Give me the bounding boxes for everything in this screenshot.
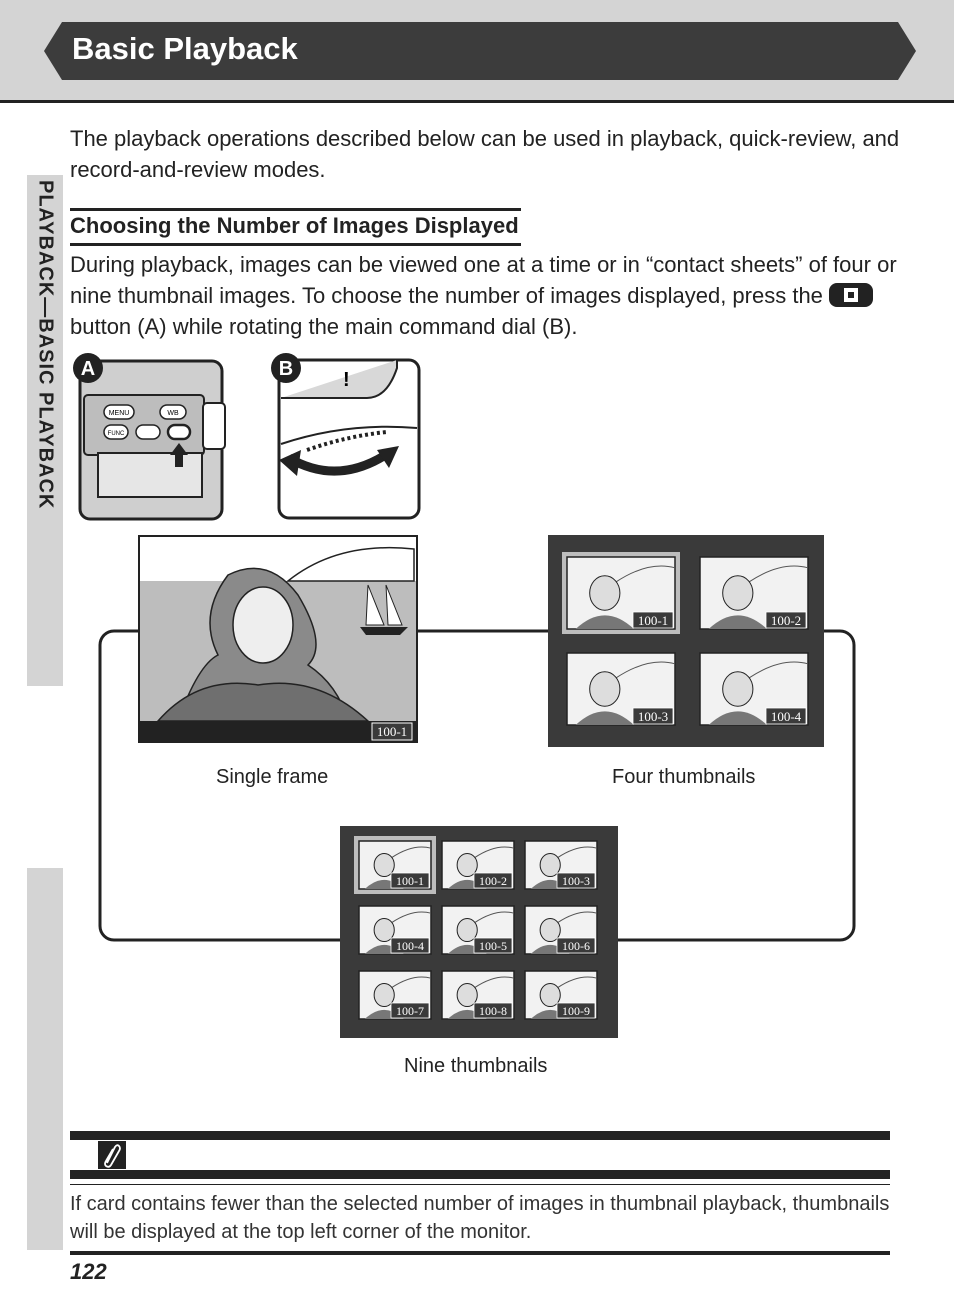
- four-thumbnail: 100-1: [562, 552, 680, 634]
- nine-thumbnails-display: 100-1 100-2 100-3 100-4 100-5 100-6 100-7 100-8…: [340, 826, 618, 1038]
- nine-thumbnail-label: 100-1: [396, 874, 424, 888]
- nine-thumbnail: 100-2: [441, 840, 515, 890]
- svg-text:B: B: [279, 358, 293, 380]
- four-thumbnails-caption: Four thumbnails: [612, 766, 756, 788]
- marker-b: B: [271, 353, 301, 383]
- nine-thumbnail-label: 100-5: [479, 939, 507, 953]
- title-banner: [44, 22, 916, 80]
- side-tab-label: PLAYBACK—BASIC PLAYBACK: [27, 180, 63, 540]
- nine-thumbnail: 100-6: [524, 905, 598, 955]
- svg-text:A: A: [81, 358, 95, 380]
- single-frame-display: 100-1: [138, 535, 418, 743]
- four-thumbnail-label: 100-4: [771, 709, 802, 724]
- nine-thumbnail-label: 100-9: [562, 1004, 590, 1018]
- four-thumbnail-label: 100-2: [771, 613, 801, 628]
- four-thumbnail-label: 100-3: [638, 709, 668, 724]
- nine-thumbnail: 100-3: [524, 840, 598, 890]
- camera-buttons-illustration: MENU WB FUNC: [78, 359, 226, 521]
- four-thumbnail: 100-2: [699, 556, 809, 630]
- note-bar-top: [70, 1131, 890, 1140]
- nine-thumbnail-label: 100-7: [396, 1004, 424, 1018]
- page-title: Basic Playback: [72, 31, 298, 66]
- nine-thumbnail: 100-4: [358, 905, 432, 955]
- side-tab-gap: [27, 686, 63, 868]
- wb-button-label: WB: [167, 410, 179, 417]
- body-paragraph: During playback, images can be viewed on…: [70, 249, 900, 342]
- body-text-part1: During playback, images can be viewed on…: [70, 252, 897, 308]
- nine-thumbnail: 100-9: [524, 970, 598, 1020]
- marker-a: A: [73, 353, 103, 383]
- four-thumbnail: 100-3: [566, 652, 676, 726]
- svg-text:!: !: [343, 369, 350, 391]
- nine-thumbnail: 100-8: [441, 970, 515, 1020]
- func-button-label: FUNC: [108, 431, 125, 437]
- body-text-part2: button (A) while rotating the main comma…: [70, 314, 578, 339]
- nine-thumbnail-label: 100-8: [479, 1004, 507, 1018]
- command-dial-illustration: !: [277, 358, 421, 520]
- nine-thumbnail-label: 100-6: [562, 939, 590, 953]
- nine-thumbnail: 100-1: [354, 836, 436, 894]
- page-number: 122: [70, 1259, 107, 1284]
- section-heading: Choosing the Number of Images Displayed: [70, 208, 521, 246]
- nine-thumbnail: 100-7: [358, 970, 432, 1020]
- nine-thumbnail-label: 100-4: [396, 939, 424, 953]
- paperclip-icon: [98, 1141, 126, 1169]
- chapter-label: PLAYBACK—BASIC PLAYBACK: [34, 180, 57, 510]
- menu-button-label: MENU: [109, 410, 130, 417]
- note-text: If card contains fewer than the selected…: [70, 1193, 890, 1243]
- note-bar-bottom: [70, 1251, 890, 1255]
- four-thumbnail: 100-4: [699, 652, 809, 726]
- note-bar-divider: [70, 1170, 890, 1179]
- nine-thumbnail-label: 100-3: [562, 874, 590, 888]
- four-thumbnails-display: 100-1 100-2 100-3 100-4: [548, 535, 824, 747]
- nine-thumbnails-caption: Nine thumbnails: [404, 1055, 548, 1077]
- thumbnail-button-icon: [829, 283, 874, 307]
- nine-thumbnail: 100-5: [441, 905, 515, 955]
- single-frame-caption: Single frame: [216, 766, 329, 788]
- intro-paragraph: The playback operations described below …: [70, 126, 900, 182]
- four-thumbnail-label: 100-1: [638, 613, 668, 628]
- single-frame-label: 100-1: [377, 724, 407, 739]
- note-rule: [70, 1184, 890, 1185]
- nine-thumbnail-label: 100-2: [479, 874, 507, 888]
